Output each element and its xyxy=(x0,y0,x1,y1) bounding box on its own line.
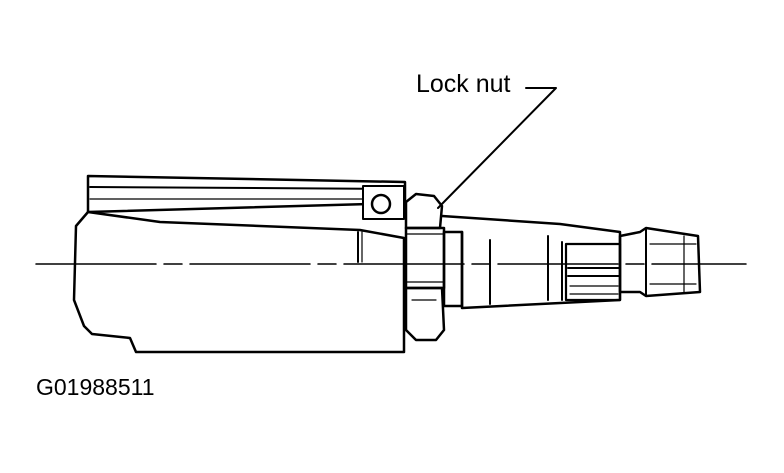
callout-leader-line xyxy=(437,87,557,209)
shaft xyxy=(440,214,702,310)
housing-body xyxy=(72,210,406,354)
figure-code: G01988511 xyxy=(36,374,155,400)
lock-nut-hex xyxy=(404,192,446,342)
bearing-ball xyxy=(370,193,392,215)
lock-nut-label: Lock nut xyxy=(416,70,511,98)
top-cover-plate xyxy=(86,174,407,220)
